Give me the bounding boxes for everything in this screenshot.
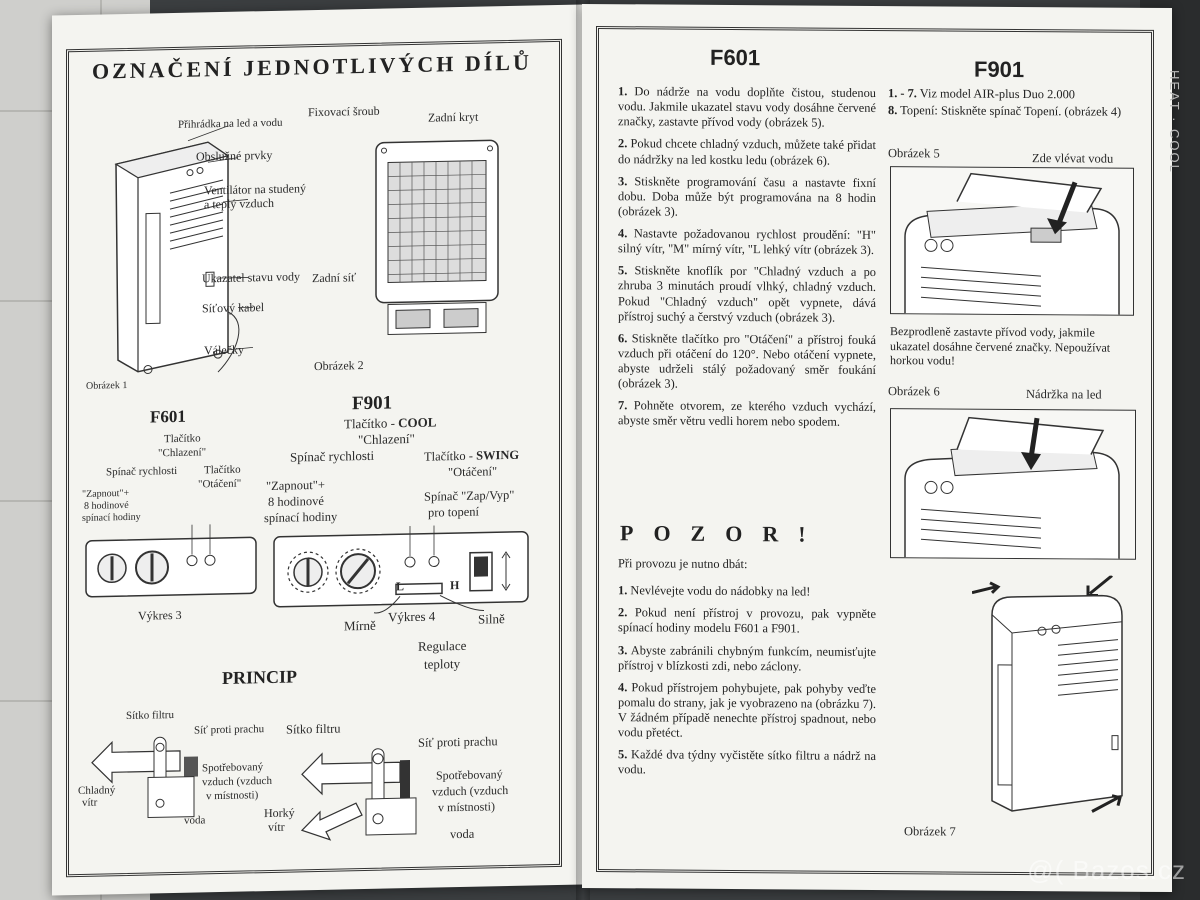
warning-3: 3. Abyste zabránili chybným funkcím, neu… (618, 642, 876, 674)
label-fan-2: a teplý vzduch (204, 195, 274, 212)
figure-7-caption: Obrázek 7 (904, 824, 956, 839)
f901-heat-1: Spínač "Zap/Vyp" (424, 487, 515, 504)
figure-5-refill (890, 166, 1134, 316)
f601-instructions: 1. Do nádrže na vodu doplňte čistou, stu… (618, 84, 876, 437)
f901-on-3: spínací hodiny (264, 509, 338, 526)
f901-cool-sub: "Chlazení" (358, 430, 415, 448)
f601-rot-1: Tlačítko (204, 463, 241, 477)
used-air-1b: vzduch (vzduch (202, 774, 272, 789)
f901-swing-sub: "Otáčení" (448, 464, 498, 480)
appliance-label: HEAT · COOL (1167, 70, 1182, 174)
f901-item-8: 8. Topení: Stiskněte spínač Topení. (obr… (888, 103, 1122, 119)
water-label-1: voda (184, 814, 206, 827)
f901-heat-2: pro topení (428, 504, 480, 520)
label-back-cover: Zadní kryt (428, 109, 479, 125)
figure-6-caption: Obrázek 6 (888, 384, 940, 399)
f901-item-1: 1. - 7. Viz model AIR-plus Duo 2.000 (888, 86, 1075, 102)
figure-5-caption: Obrázek 5 (888, 146, 940, 161)
pozor-section: Při provozu je nutno dbát: 1. Nevlévejte… (618, 556, 876, 786)
f901-swing-label: Tlačítko - SWING (424, 447, 520, 464)
principle-hot-diagram (300, 748, 417, 841)
used-air-1c: v místnosti) (206, 789, 259, 803)
hot-wind-1: Horký (264, 805, 295, 821)
instruction-5: 5. Stiskněte knoflík por "Chladný vzduch… (618, 263, 876, 325)
slider-high-mark: H (450, 578, 460, 593)
f901-low: Mírně (344, 617, 376, 634)
filter-label-2: Sítko filtru (286, 721, 341, 737)
temp-reg-1: Regulace (418, 637, 467, 654)
label-screw: Fixovací šroub (308, 103, 380, 120)
principle-cold-diagram (91, 736, 198, 819)
drawing-3-caption: Výkres 3 (138, 607, 182, 623)
instruction-7: 7. Pohněte otvorem, ze kterého vzduch vy… (618, 398, 876, 430)
label-ice-tray: Přihrádka na led a vodu (178, 116, 283, 131)
instruction-1: 1. Do nádrže na vodu doplňte čistou, stu… (618, 84, 876, 130)
instruction-4: 4. Nastavte požadovanou rychlost prouděn… (618, 226, 876, 258)
f601-cool-2: "Chlazení" (158, 446, 207, 460)
f901-control-panel (273, 525, 529, 614)
f901-on-1: "Zapnout"+ (266, 477, 325, 494)
warning-5: 5. Každé dva týdny vyčistěte sítko filtr… (618, 747, 876, 777)
figure-2-caption: Obrázek 2 (314, 358, 364, 374)
figure-5-warning: Bezprodleně zastavte přívod vody, jakmil… (890, 324, 1111, 368)
f601-heading: F601 (710, 44, 761, 71)
pozor-intro: Při provozu je nutno dbát: (618, 556, 748, 572)
f601-control-panel (85, 524, 257, 598)
slider-low-mark: L (396, 579, 405, 594)
temp-reg-2: teploty (424, 656, 461, 672)
f901-title: F901 (352, 392, 393, 415)
figure-6-ice-tray (890, 408, 1136, 560)
figure-6-note: Nádržka na led (1026, 387, 1102, 402)
f901-speed: Spínač rychlosti (290, 447, 375, 465)
f901-cool-label: Tlačítko - COOL (344, 414, 437, 432)
filter-label-1: Sítko filtru (126, 708, 174, 723)
cold-wind-2: vítr (82, 796, 98, 809)
hot-wind-2: vítr (268, 819, 285, 835)
label-rollers: Válečky (204, 342, 244, 358)
drawing-4-caption: Výkres 4 (388, 608, 436, 625)
right-page: F601 F901 1. Do nádrže na vodu doplňte č… (582, 3, 1172, 893)
f601-speed: Spínač rychlosti (106, 464, 178, 479)
watermark: @( Bazos.cz (1027, 855, 1186, 885)
figure-7-moving (972, 574, 1123, 813)
f601-rot-2: "Otáčení" (198, 477, 242, 491)
figure-5-note: Zde vlévat vodu (1032, 151, 1114, 166)
label-cable: Síťový kabel (202, 300, 265, 316)
f901-on-2: 8 hodinové (268, 493, 324, 510)
warning-1: 1. Nevlévejte vodu do nádobky na led! (618, 583, 811, 599)
instruction-6: 6. Stiskněte tlačítko pro "Otáčení" a př… (618, 330, 876, 391)
figure-2-back-panel (375, 139, 499, 336)
f901-high: Silně (478, 611, 505, 627)
used-air-1a: Spotřebovaný (202, 761, 264, 775)
f601-title: F601 (150, 406, 186, 427)
pozor-heading: POZOR! (620, 520, 826, 547)
used-air-2a: Spotřebovaný (436, 767, 503, 783)
warning-4: 4. Pokud přístrojem pohybujete, pak pohy… (618, 679, 876, 740)
f601-on-1: "Zapnout"+ (82, 487, 130, 500)
f901-heading: F901 (974, 56, 1025, 83)
f901-instructions: 1. - 7. Viz model AIR-plus Duo 2.000 8. … (888, 86, 1150, 127)
left-page: OZNAČENÍ JEDNOTLIVÝCH DÍLŮ Přihrádka na … (52, 4, 582, 896)
instruction-2: 2. Pokud chcete chladný vzduch, můžete t… (618, 136, 876, 168)
f601-cool-1: Tlačítko (164, 432, 201, 446)
label-back-grid: Zadní síť (312, 270, 357, 286)
used-air-2c: v místnosti) (438, 799, 496, 815)
instruction-3: 3. Stiskněte programování času a nastavt… (618, 173, 876, 219)
principle-title: PRINCIP (222, 666, 297, 688)
dust-label-2: Síť proti prachu (418, 734, 498, 750)
f601-on-3: spínací hodiny (82, 511, 141, 524)
water-label-2: voda (450, 826, 475, 842)
figure-1-caption: Obrázek 1 (86, 379, 128, 392)
f601-on-2: 8 hodinové (84, 499, 129, 512)
figure-1-appliance (114, 125, 254, 375)
used-air-2b: vzduch (vzduch (432, 782, 509, 799)
label-controls: Obslužné prvky (196, 147, 273, 164)
dust-label-1: Síť proti prachu (194, 723, 265, 737)
label-water-gauge: Ukazatel stavu vody (202, 269, 300, 286)
warning-2: 2. Pokud není přístroj v provozu, pak vy… (618, 605, 876, 636)
